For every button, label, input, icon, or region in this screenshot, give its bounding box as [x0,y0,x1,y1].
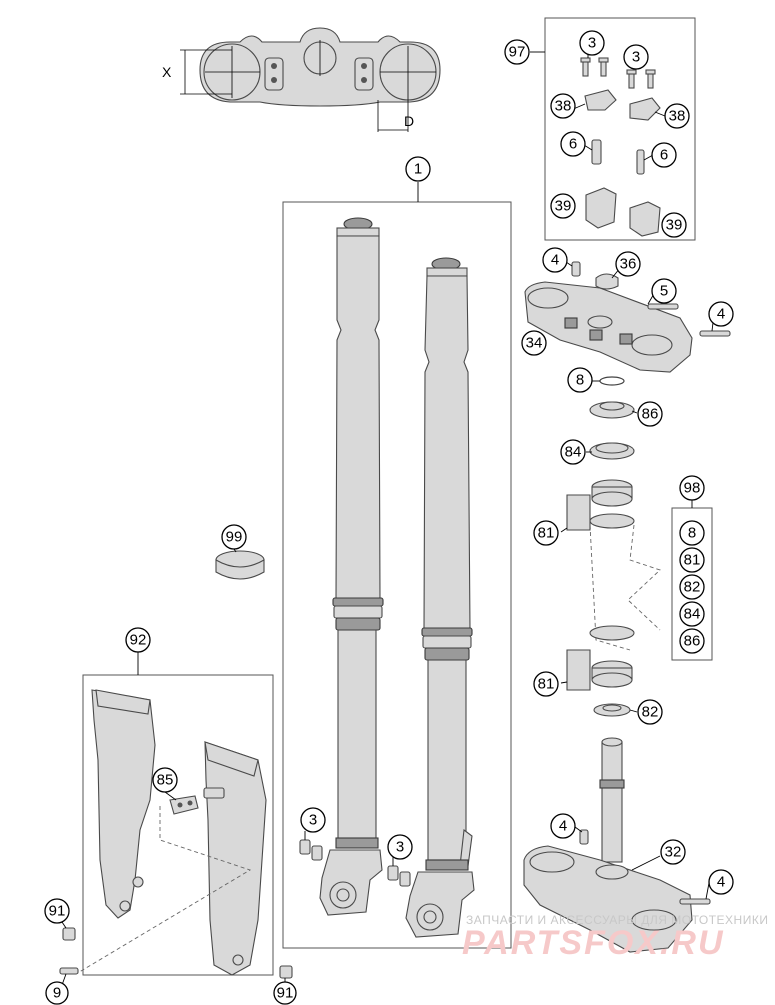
callout-39: 39 [550,193,576,219]
callout-85: 85 [152,767,178,793]
svg-text:3: 3 [309,812,317,829]
fork-leg-left [319,217,384,916]
kit-97-frame [544,17,696,241]
svg-text:81: 81 [684,552,701,569]
lower-triple-clamp [523,737,711,953]
svg-text:86: 86 [684,633,701,650]
part-callouts: 1 97 3 3 38 38 6 6 39 39 4 36 5 4 34 8 8… [44,30,734,1005]
svg-text:36: 36 [620,256,637,273]
callout-3: 3 [579,30,605,56]
fork-protection-ring [215,550,265,580]
svg-text:9: 9 [53,985,61,1002]
partsfox-watermark: ЗАПЧАСТИ И АКСЕССУАРЫ ДЛЯ МОТОТЕХНИКИ PA… [462,913,768,962]
svg-text:8: 8 [576,372,584,389]
steering-bearing-stack [566,376,661,717]
watermark-tagline: ЗАПЧАСТИ И АКСЕССУАРЫ ДЛЯ МОТОТЕХНИКИ [466,913,768,927]
callout-4: 4 [550,813,576,839]
upper-triple-clamp [524,281,693,373]
svg-text:81: 81 [538,676,555,693]
callout-34: 34 [521,330,547,356]
callout-39: 39 [661,212,687,238]
callout-97: 97 [504,39,530,65]
svg-text:6: 6 [660,147,668,164]
svg-text:81: 81 [538,525,555,542]
kit-98-item-84: 84 [679,601,705,627]
dimension-x-label: X [162,64,172,80]
svg-text:97: 97 [509,44,526,61]
callout-98: 98 [679,475,705,501]
callout-91: 91 [273,981,297,1005]
fork-guard-bracket [169,795,199,815]
callout-36: 36 [615,251,641,277]
fork-assembly-frame [282,201,512,949]
guard-screws [59,927,293,979]
kit-98-item-8: 8 [679,520,705,546]
callout-4: 4 [708,869,734,895]
svg-text:82: 82 [684,579,701,596]
callout-3: 3 [300,807,326,833]
kit-98-item-82: 82 [679,574,705,600]
callout-5: 5 [651,278,677,304]
svg-text:4: 4 [559,818,567,835]
callout-84: 84 [560,439,586,465]
svg-text:84: 84 [684,606,701,623]
svg-text:32: 32 [665,844,682,861]
callout-3: 3 [387,834,413,860]
svg-text:3: 3 [632,49,640,66]
fork-guard-frame [82,674,274,976]
callout-99: 99 [221,524,247,550]
svg-text:85: 85 [157,772,174,789]
svg-text:4: 4 [551,252,559,269]
svg-text:99: 99 [226,529,243,546]
dimension-d-label: D [404,113,414,129]
svg-text:38: 38 [669,108,686,125]
callout-6: 6 [651,142,677,168]
callout-82: 82 [637,699,663,725]
svg-text:38: 38 [555,98,572,115]
svg-text:39: 39 [555,198,572,215]
svg-text:1: 1 [414,161,422,178]
svg-text:91: 91 [277,985,294,1002]
callout-38: 38 [550,93,576,119]
svg-text:3: 3 [396,839,404,856]
callout-38: 38 [664,103,690,129]
callout-91: 91 [44,898,70,924]
svg-text:5: 5 [660,283,668,300]
callout-4: 4 [708,301,734,327]
callout-4: 4 [542,247,568,273]
callout-81: 81 [533,671,559,697]
fork-leg-right [405,257,475,938]
callout-3: 3 [623,44,649,70]
svg-text:4: 4 [717,874,725,891]
callout-8: 8 [567,367,593,393]
svg-text:3: 3 [588,35,596,52]
fork-guard-right [203,741,267,976]
kit-98-item-81: 81 [679,547,705,573]
svg-text:91: 91 [49,903,66,920]
callout-9: 9 [45,981,69,1005]
svg-text:6: 6 [569,136,577,153]
svg-text:39: 39 [666,217,683,234]
callout-32: 32 [660,839,686,865]
callout-86: 86 [637,401,663,427]
svg-text:82: 82 [642,704,659,721]
callout-1: 1 [405,156,431,182]
callout-81: 81 [533,520,559,546]
svg-text:98: 98 [684,480,701,497]
top-clamp-plan-view: X D [162,27,441,132]
handlebar-clamp-parts [580,57,661,237]
svg-text:92: 92 [130,632,147,649]
kit-98-item-86: 86 [679,628,705,654]
svg-text:84: 84 [565,444,582,461]
svg-text:4: 4 [717,306,725,323]
watermark-brand: PARTSFOX.RU [462,924,725,962]
svg-text:34: 34 [526,335,543,352]
fork-guard-left [91,689,156,919]
svg-text:8: 8 [688,525,696,542]
callout-92: 92 [125,627,151,653]
svg-text:86: 86 [642,406,659,423]
callout-6: 6 [560,131,586,157]
